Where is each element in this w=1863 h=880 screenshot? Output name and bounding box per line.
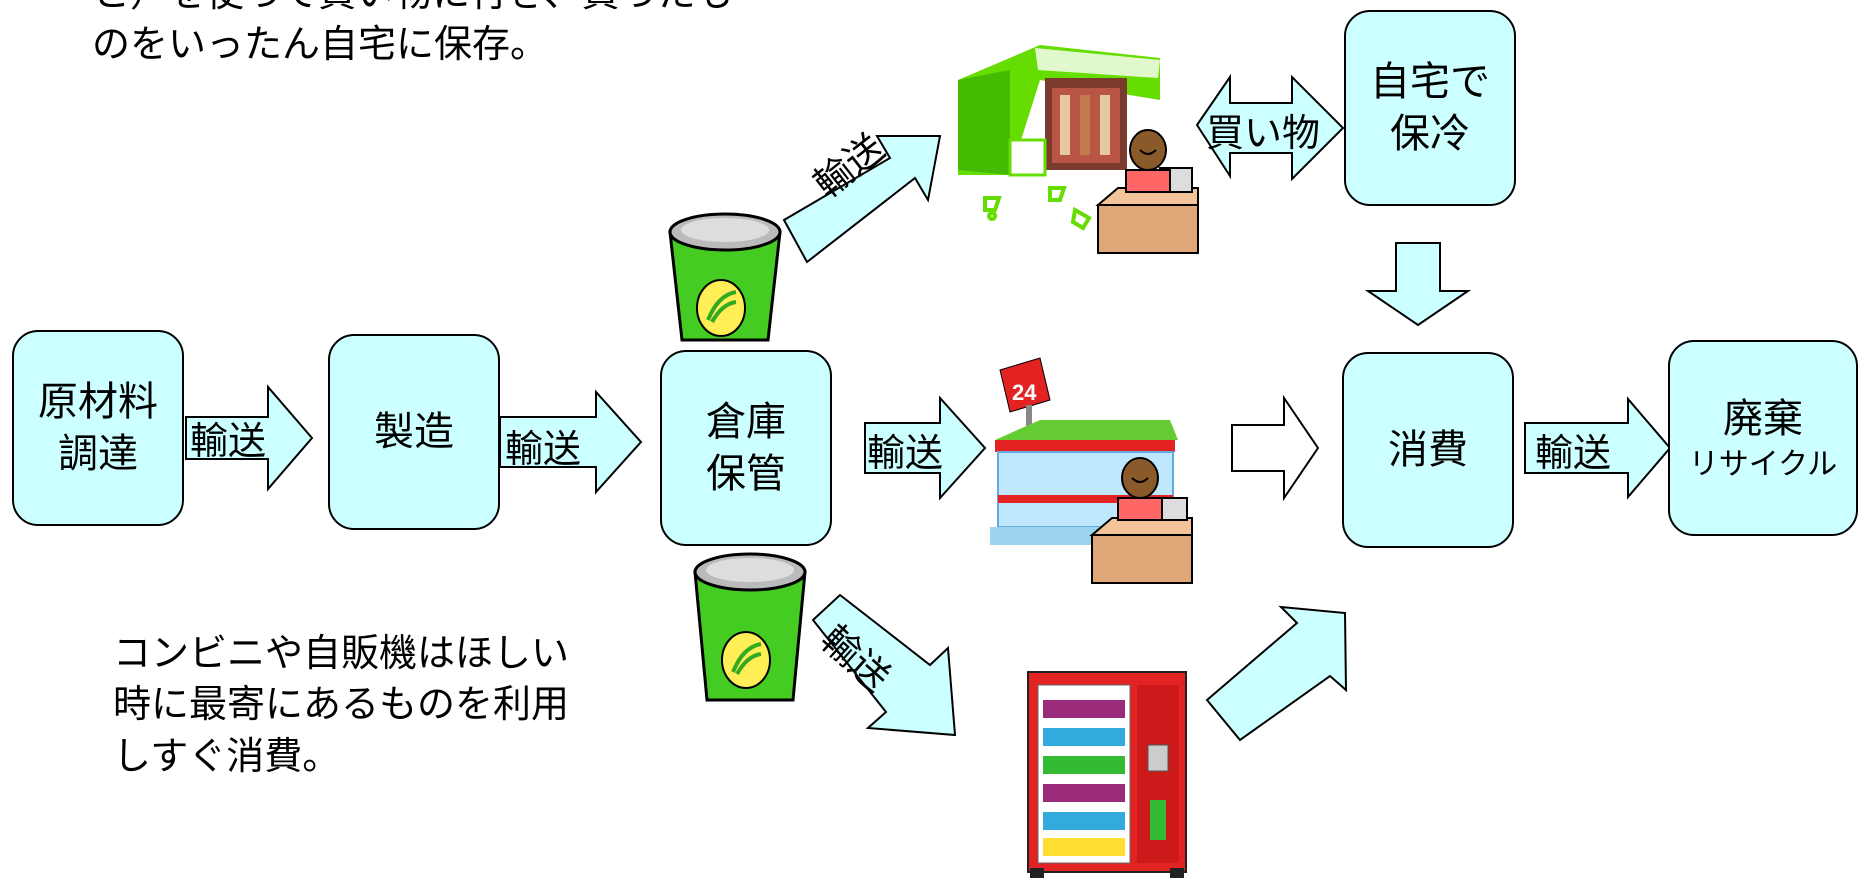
node-consume-label: 消費 [1388,427,1468,473]
arrow-warehouse-to-store [864,395,987,501]
note-top: と）を使って買い物に行き、買ったも のをいったん自宅に保存。 [92,0,733,67]
node-home-chill: 自宅で 保冷 [1344,10,1516,206]
arrow-label-shopping: 買い物 [1206,111,1321,155]
convenience-store-icon: 24 [990,357,1193,584]
node-disposal-label: 廃棄 [1723,395,1803,442]
node-raw-material-label: 原材料 調達 [38,379,158,477]
arrow-store-to-consume [1231,394,1320,502]
arrow-home-to-consume [1364,242,1472,327]
node-manufacture: 製造 [328,334,500,530]
node-warehouse: 倉庫 保管 [660,350,832,546]
arrow-manufacture-to-warehouse [499,389,643,495]
can-icon-top [668,212,782,342]
arrow-label-transport-2: 輸送 [505,427,582,471]
node-warehouse-label: 倉庫 保管 [706,399,786,497]
arrow-consume-to-disposal [1524,396,1672,500]
node-home-chill-label: 自宅で 保冷 [1370,59,1490,157]
arrow-warehouse-to-vending [811,593,957,737]
store-sign-text: 24 [1012,380,1037,405]
arrow-label-transport-4: 輸送 [1535,431,1612,475]
node-manufacture-label: 製造 [374,409,454,455]
arrow-label-transport-1: 輸送 [190,419,267,463]
node-consume: 消費 [1342,352,1514,548]
node-raw-material: 原材料 調達 [12,330,184,526]
arrow-warehouse-to-supermarket [782,135,942,264]
vending-machine-icon [1027,671,1187,878]
node-disposal-sublabel: リサイクル [1688,446,1838,482]
arrow-shopping [1195,73,1345,182]
can-icon-bottom [693,552,807,702]
arrow-raw-to-manufacture [185,384,314,492]
note-bottom: コンビニや自販機はほしい 時に最寄にあるものを利用 しすぐ消費。 [113,631,570,778]
arrow-label-transport-3: 輸送 [867,431,944,475]
supermarket-icon [958,45,1199,254]
node-disposal: 廃棄 リサイクル [1668,340,1858,536]
arrow-vending-to-consume [1205,605,1348,742]
